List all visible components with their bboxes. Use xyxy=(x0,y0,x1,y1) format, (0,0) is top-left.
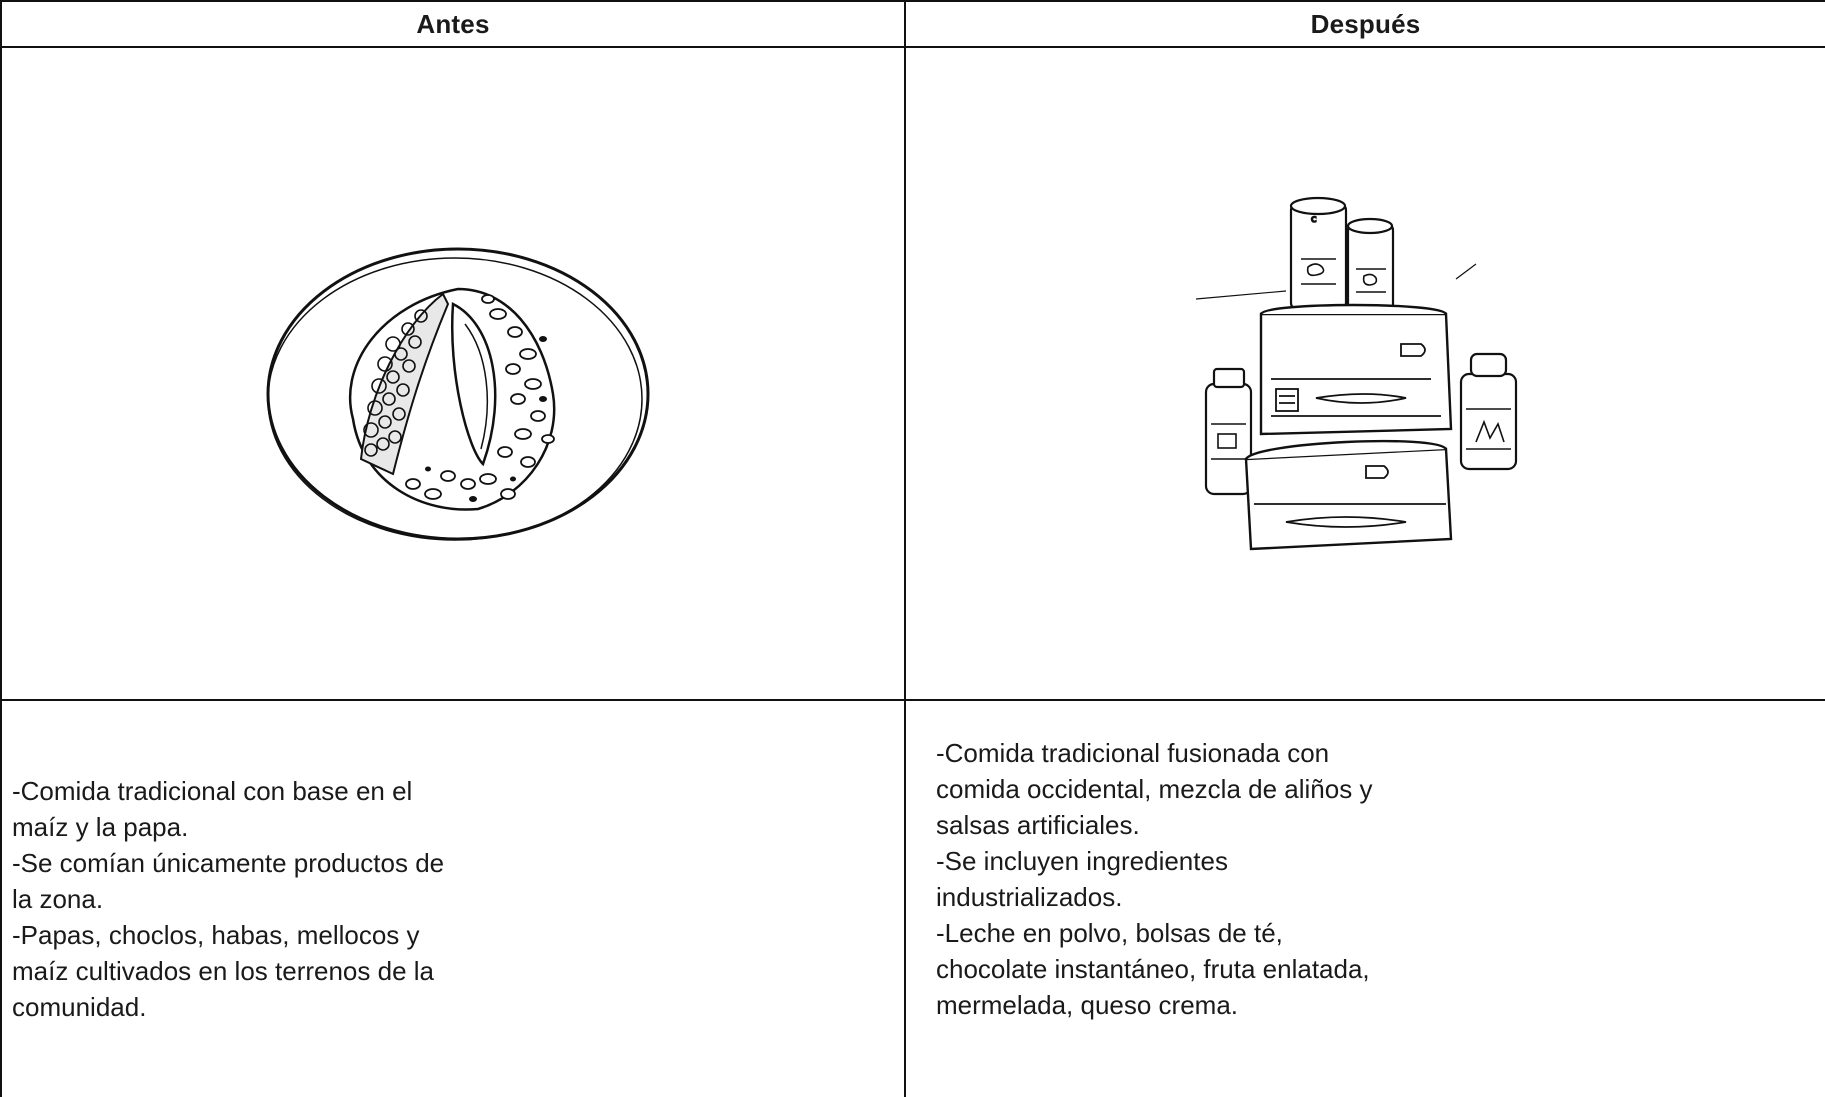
description-line: comunidad. xyxy=(12,992,147,1022)
description-cell-antes: -Comida tradicional con base en el maíz y… xyxy=(0,699,904,1097)
description-line: mermelada, queso crema. xyxy=(936,990,1239,1020)
svg-text:c: c xyxy=(1311,214,1317,225)
description-antes: -Comida tradicional con base en el maíz y… xyxy=(2,773,444,1025)
header-despues-label: Después xyxy=(1310,8,1421,39)
description-line: -Papas, choclos, habas, mellocos y xyxy=(12,920,420,950)
industrial-products-illustration: c xyxy=(1195,196,1517,550)
description-line: chocolate instantáneo, fruta enlatada, xyxy=(936,954,1370,984)
description-line: la zona. xyxy=(12,884,104,914)
header-antes: Antes xyxy=(0,0,904,46)
image-cell-despues: c xyxy=(904,46,1825,699)
image-cell-antes xyxy=(0,46,904,699)
description-line: -Se comían únicamente productos de xyxy=(12,848,445,878)
description-line: comida occidental, mezcla de aliños y xyxy=(936,774,1373,804)
description-line: maíz y la papa. xyxy=(12,812,189,842)
description-cell-despues: -Comida tradicional fusionada con comida … xyxy=(904,699,1825,1097)
description-despues: -Comida tradicional fusionada con comida … xyxy=(906,735,1372,1023)
description-line: -Leche en polvo, bolsas de té, xyxy=(936,918,1283,948)
description-line: -Se incluyen ingredientes xyxy=(936,846,1228,876)
description-line: maíz cultivados en los terrenos de la xyxy=(12,956,434,986)
header-antes-label: Antes xyxy=(416,8,490,39)
description-line: -Comida tradicional con base en el xyxy=(12,776,413,806)
description-line: salsas artificiales. xyxy=(936,810,1140,840)
traditional-plate-illustration xyxy=(266,247,650,541)
description-line: industrializados. xyxy=(936,882,1123,912)
header-despues: Después xyxy=(904,0,1825,46)
description-line: -Comida tradicional fusionada con xyxy=(936,738,1330,768)
